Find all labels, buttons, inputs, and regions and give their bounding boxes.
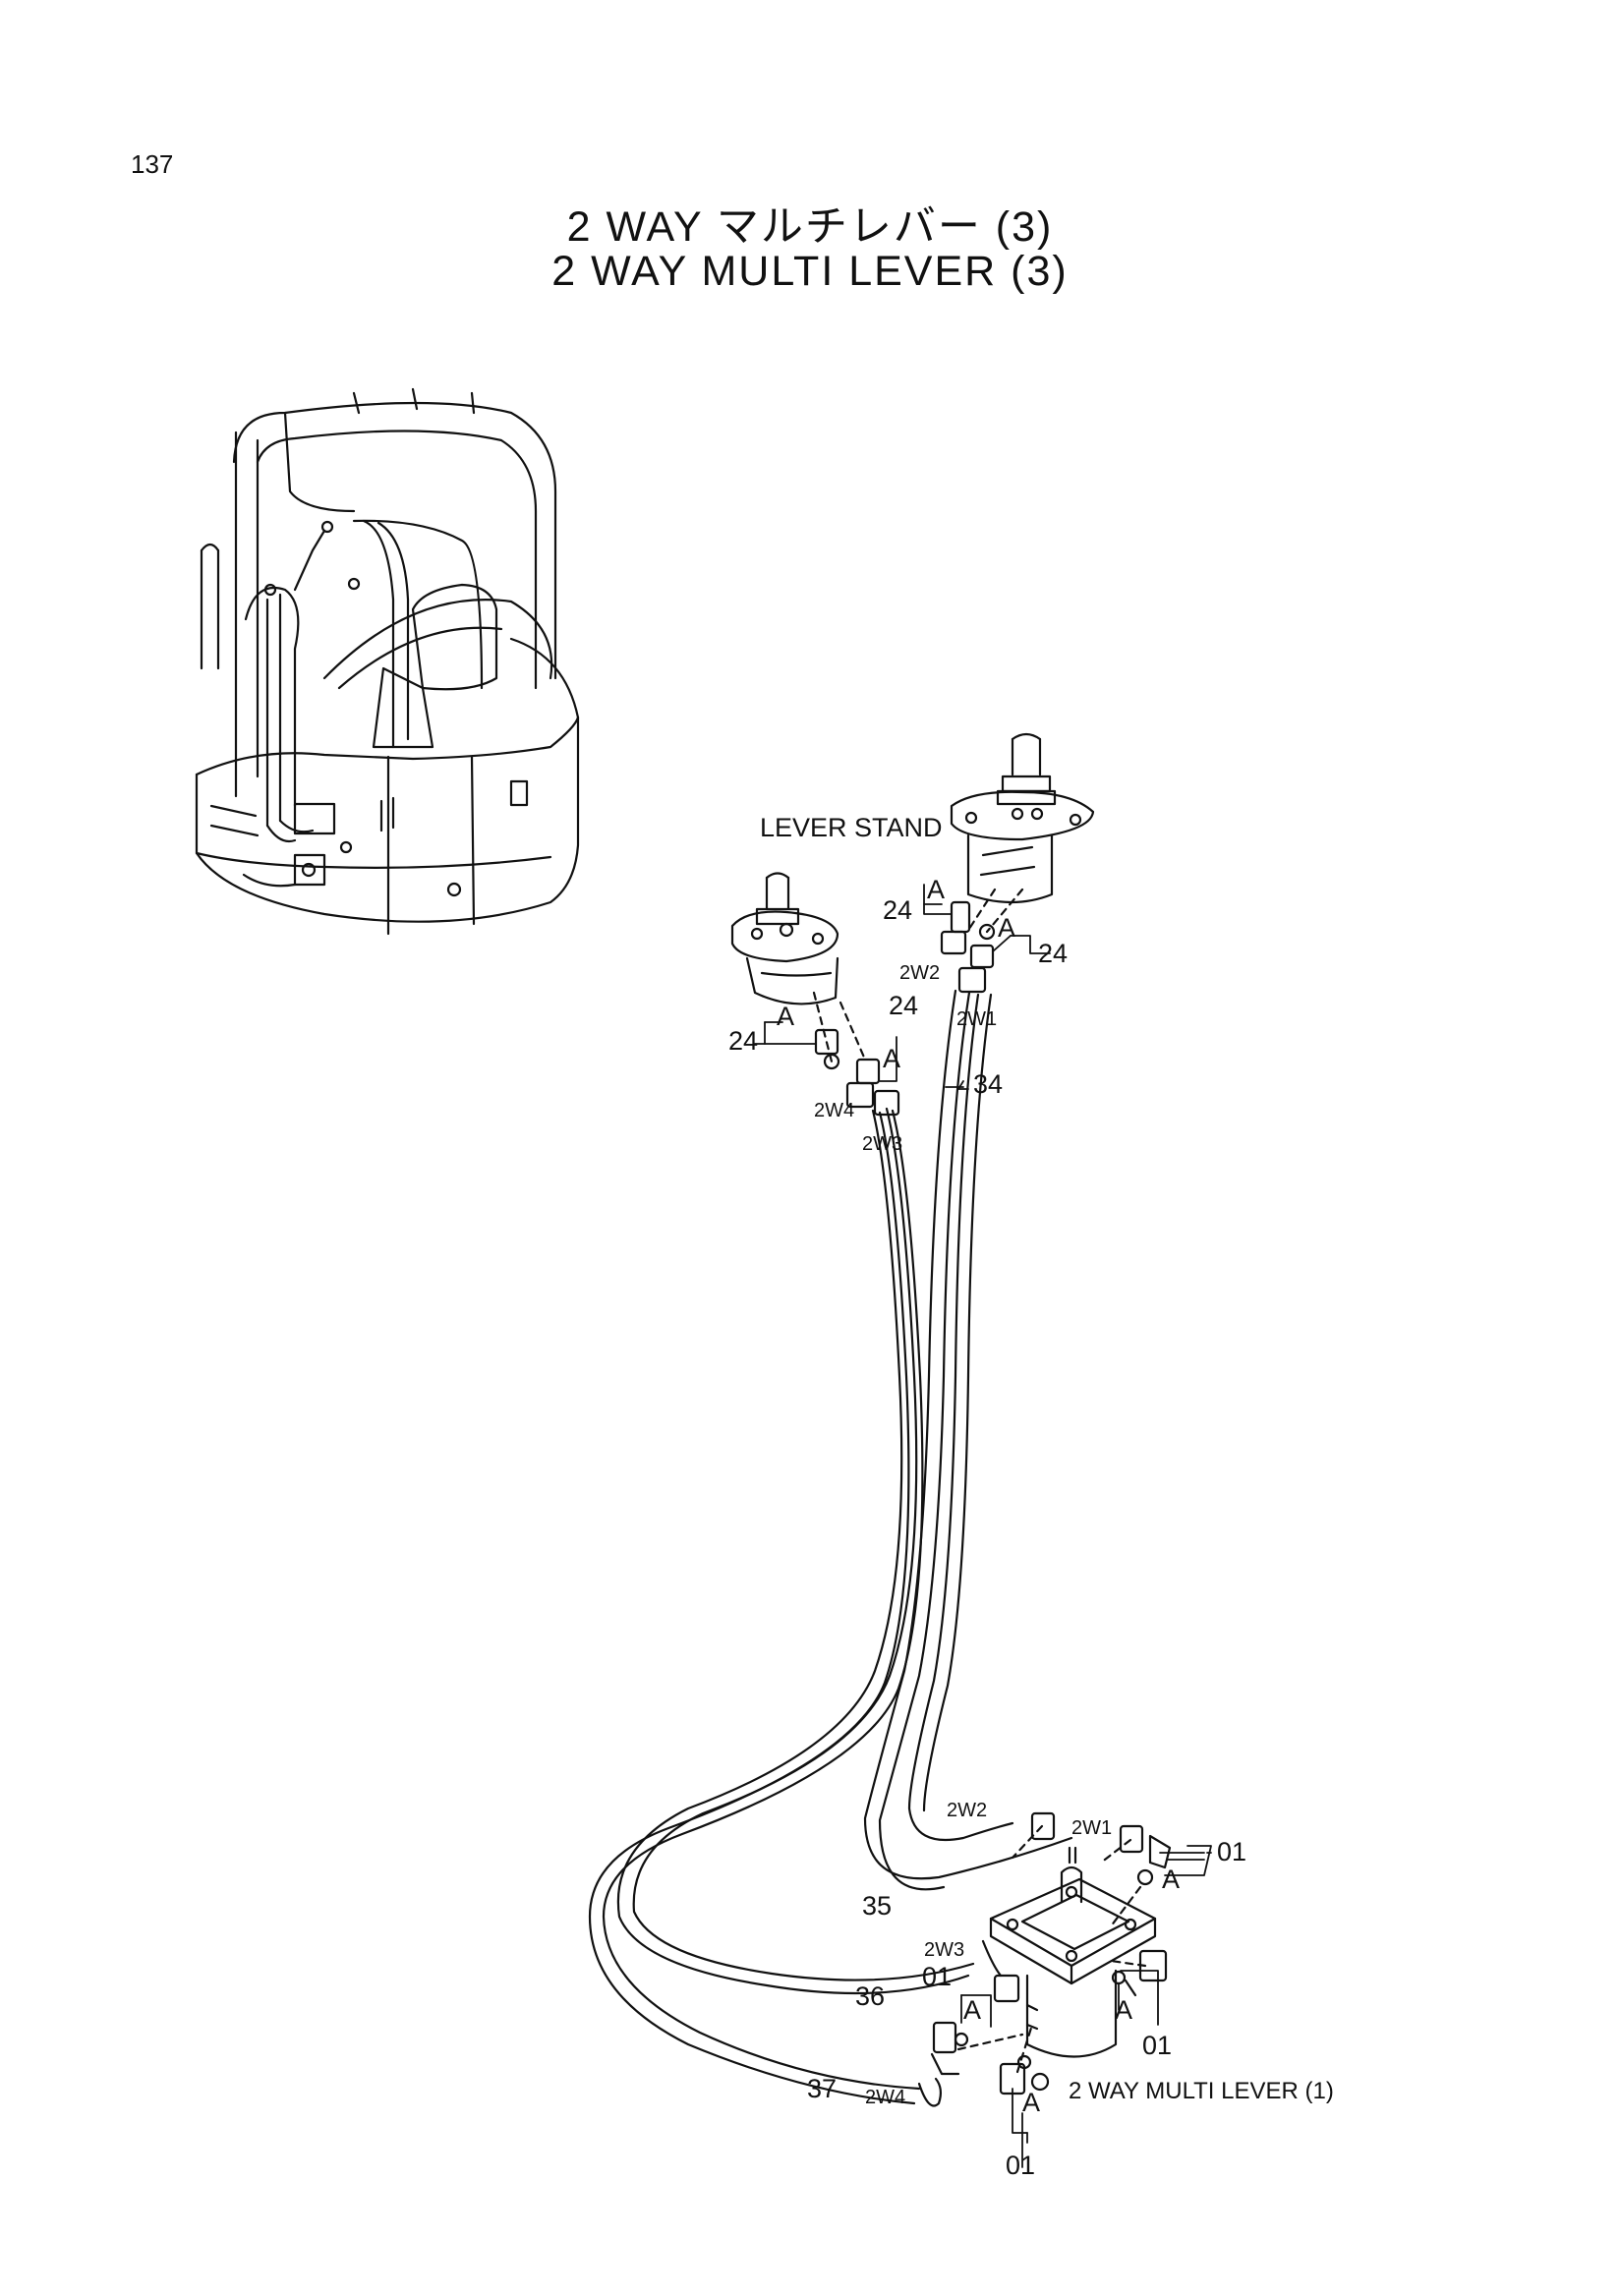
- port-label-2w4: 2W4: [865, 2087, 905, 2108]
- leader-lines-lower: [960, 1845, 1212, 2168]
- detail-a-marker: A: [1115, 1995, 1132, 2025]
- title-japanese: 2 WAY マルチレバー (3): [566, 203, 1054, 251]
- part-label-37: 37: [807, 2074, 837, 2103]
- part-label-01: 01: [1217, 1837, 1246, 1866]
- hose-fittings-valve: [917, 1811, 1172, 2107]
- detail-a-marker: A: [963, 1995, 981, 2025]
- multi-lever-valve-upper: [950, 732, 1095, 904]
- part-label-35: 35: [862, 1891, 892, 1921]
- part-label-24: 24: [889, 991, 918, 1020]
- hose-fittings-lever: [814, 900, 996, 1117]
- detail-a-marker: A: [998, 913, 1015, 943]
- part-label-24: 24: [728, 1026, 758, 1056]
- port-label-2w2: 2W2: [899, 962, 940, 984]
- port-label-2w2: 2W2: [947, 1800, 987, 1821]
- assembly-dash-lines: [812, 888, 1024, 1063]
- port-label-2w4: 2W4: [814, 1100, 854, 1121]
- port-label-2w3: 2W3: [862, 1133, 902, 1155]
- assembly-dash-lines-lower: [956, 1824, 1147, 2074]
- part-label-01: 01: [1006, 2151, 1035, 2180]
- excavator-overview-illustration: [195, 387, 580, 936]
- detail-a-marker: A: [1162, 1865, 1180, 1894]
- leader-lines: [754, 884, 1051, 1090]
- detail-a-marker: A: [883, 1044, 900, 1073]
- multi-lever-valve-left: [730, 872, 839, 1005]
- hose-bundle: [588, 989, 1073, 2105]
- part-label-01: 01: [922, 1962, 952, 1991]
- title-english: 2 WAY MULTI LEVER (3): [551, 248, 1069, 295]
- part-label-24: 24: [1038, 939, 1068, 968]
- detail-a-marker: A: [777, 1002, 794, 1031]
- part-label-01: 01: [1142, 2031, 1172, 2060]
- part-label-24: 24: [883, 895, 912, 925]
- detail-a-marker: A: [927, 875, 945, 904]
- page-number: 137: [131, 149, 174, 179]
- port-label-2w3: 2W3: [924, 1939, 964, 1961]
- label-lever-stand: LEVER STAND: [760, 813, 943, 842]
- port-label-2w1: 2W1: [956, 1008, 997, 1030]
- port-label-2w1: 2W1: [1071, 1817, 1112, 1839]
- part-label-36: 36: [855, 1981, 885, 2011]
- label-2-way-multi-lever-1: 2 WAY MULTI LEVER (1): [1069, 2078, 1334, 2104]
- multi-lever-valve-lower: [989, 1846, 1157, 2092]
- part-label-34: 34: [973, 1069, 1003, 1099]
- detail-a-marker: A: [1022, 2088, 1040, 2117]
